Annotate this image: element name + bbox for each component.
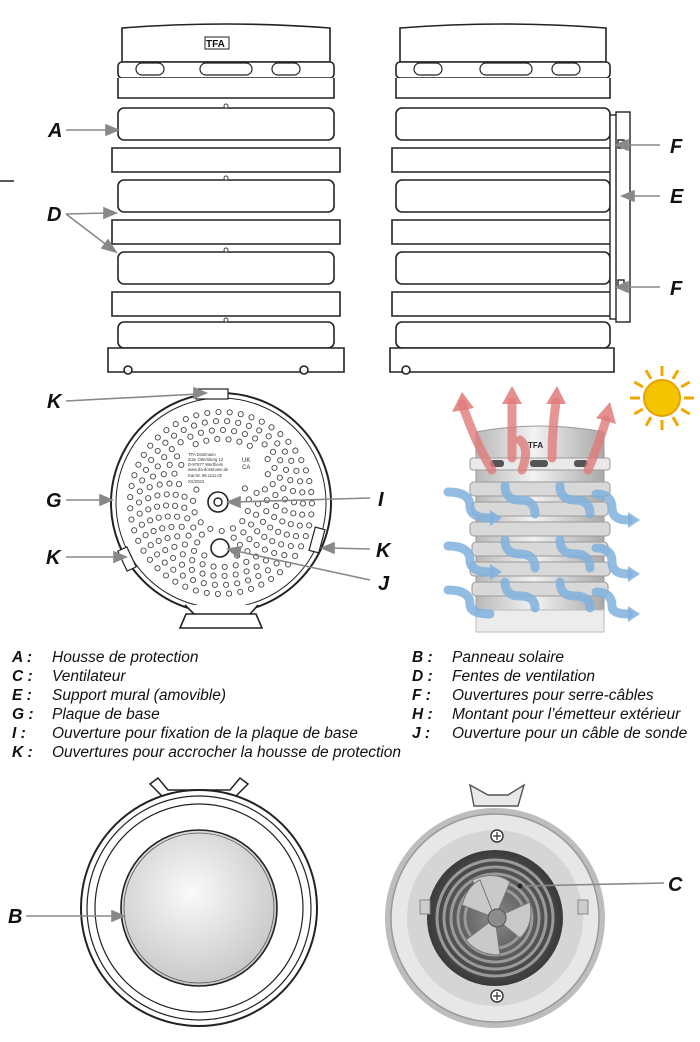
callout-g: G (46, 490, 62, 512)
side-view-housing (389, 23, 615, 375)
solar-panel-view (80, 776, 318, 1027)
legend-item-h: H :Montant pour l’émetteur extérieur (412, 706, 681, 723)
wall-mount-bracket (609, 111, 631, 323)
callout-k-top: K (47, 391, 63, 413)
callout-j: J (378, 573, 390, 595)
leader-lines (26, 123, 665, 923)
parts-legend: A :Housse de protection B :Panneau solai… (0, 648, 700, 768)
airflow-illustration: TFA (443, 366, 694, 633)
base-plate (110, 388, 332, 629)
legend-item-j: J :Ouverture pour un câble de sonde (412, 725, 688, 742)
callout-k-left: K (46, 547, 62, 569)
legend-item-e: E :Support mural (amovible) (12, 687, 227, 704)
svg-text:D-97877 Wertheim: D-97877 Wertheim (188, 462, 224, 467)
base-plate-label: TFA Dostmann Zum Ottersberg 12 D-97877 W… (188, 452, 250, 484)
front-view-housing (107, 23, 345, 375)
hot-air-arrows (457, 397, 611, 475)
callout-e: E (670, 186, 684, 208)
legend-item-d: D :Fentes de ventilation (412, 668, 596, 685)
cool-air-arrowheads (490, 510, 640, 622)
callout-i: I (378, 489, 384, 511)
brand-logo-front: TFA (206, 39, 225, 50)
brand-logo-airflow: TFA (528, 441, 543, 450)
legend-item-k: K :Ouvertures pour accrocher la housse d… (12, 744, 401, 761)
fan-blades (461, 875, 532, 956)
legend-item-a: A :Housse de protection (12, 649, 199, 666)
callout-d: D (47, 204, 61, 226)
svg-text:UK: UK (242, 458, 250, 464)
callout-f-top: F (670, 136, 683, 158)
callout-b: B (8, 906, 22, 928)
fan-view (385, 783, 605, 1028)
legend-item-f: F :Ouvertures pour serre-câbles (412, 687, 654, 704)
sun-icon (630, 366, 694, 430)
svg-text:Kat.Nr. 98.1111.02: Kat.Nr. 98.1111.02 (188, 473, 223, 478)
legend-item-i: I :Ouverture pour fixation de la plaque … (12, 725, 358, 742)
svg-text:TFA Dostmann: TFA Dostmann (188, 452, 216, 457)
hot-air-arrowheads (452, 386, 616, 424)
svg-text:Zum Ottersberg 12: Zum Ottersberg 12 (188, 457, 224, 462)
callout-f-bottom: F (670, 278, 683, 300)
cool-air-arrows (443, 481, 633, 619)
legend-item-g: G :Plaque de base (12, 706, 160, 723)
legend-item-c: C :Ventilateur (12, 668, 126, 685)
svg-text:www.tfa-dostmann.de: www.tfa-dostmann.de (188, 467, 229, 472)
legend-item-b: B :Panneau solaire (412, 649, 565, 666)
callout-c: C (668, 874, 683, 896)
svg-text:CA: CA (242, 465, 250, 471)
callout-k-right: K (376, 540, 392, 562)
callout-a: A (47, 120, 62, 142)
svg-text:XX/2023: XX/2023 (188, 479, 205, 484)
